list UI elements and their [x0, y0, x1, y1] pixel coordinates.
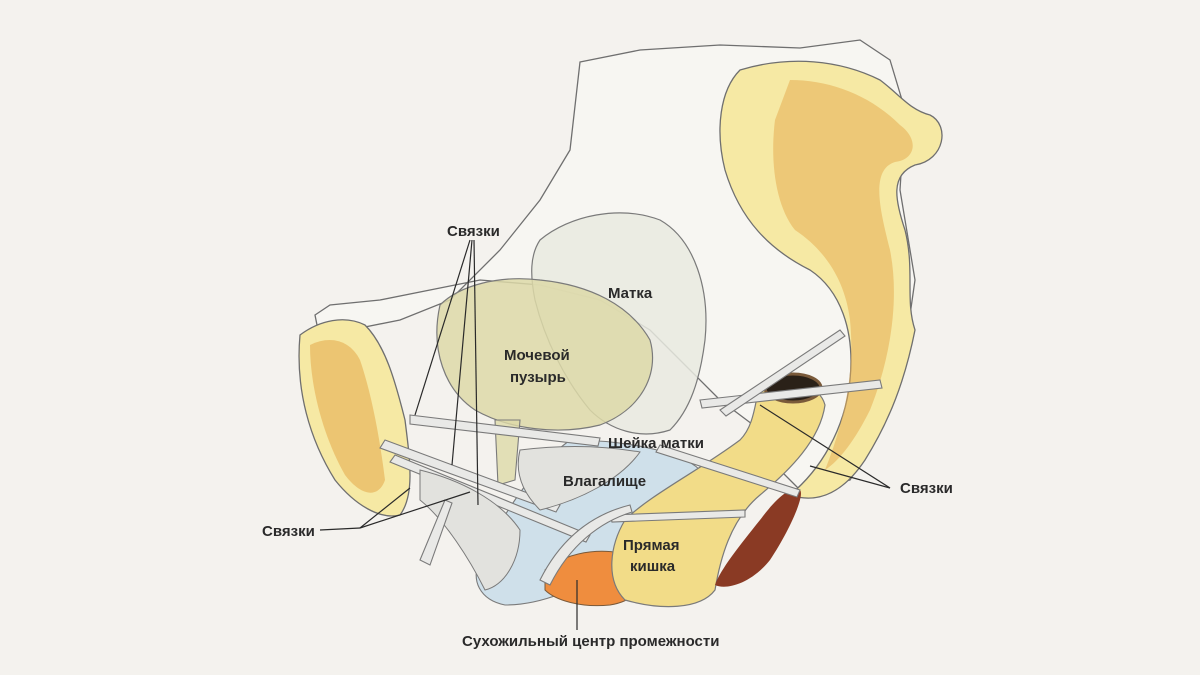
ligament-band — [719, 329, 846, 417]
label-perineal-body: Сухожильный центр промежности — [462, 633, 719, 650]
pubic-bone-spongy — [310, 340, 385, 493]
ligament-band — [419, 499, 453, 566]
leader-line — [809, 465, 891, 489]
leader-line — [759, 404, 891, 489]
ligament-band — [539, 504, 633, 586]
levator-muscle — [517, 445, 641, 511]
leader-line — [319, 527, 361, 531]
label-rectum-line2: кишка — [630, 558, 676, 575]
label-rectum-line1: Прямая — [623, 537, 680, 554]
leader-line — [473, 239, 479, 506]
leader-line — [414, 239, 471, 416]
label-uterus: Матка — [608, 285, 653, 302]
ligament-band — [655, 444, 801, 498]
rectum-cut-edge — [715, 489, 801, 587]
label-ligaments-top: Связки — [447, 223, 500, 240]
label-bladder-line1: Мочевой — [504, 347, 570, 364]
label-ligaments-left: Связки — [262, 523, 315, 540]
sacrum-spongy — [773, 80, 913, 470]
ligament-band — [379, 439, 561, 513]
label-vagina: Влагалище — [563, 473, 646, 490]
bladder — [436, 278, 654, 431]
label-ligaments-right: Связки — [900, 480, 953, 497]
leader-line — [359, 487, 411, 529]
label-bladder-line2: пузырь — [510, 369, 566, 386]
ligament-band — [409, 414, 601, 447]
leader-line — [451, 239, 473, 466]
label-cervix: Шейка матки — [608, 435, 704, 452]
leader-line — [359, 491, 471, 529]
